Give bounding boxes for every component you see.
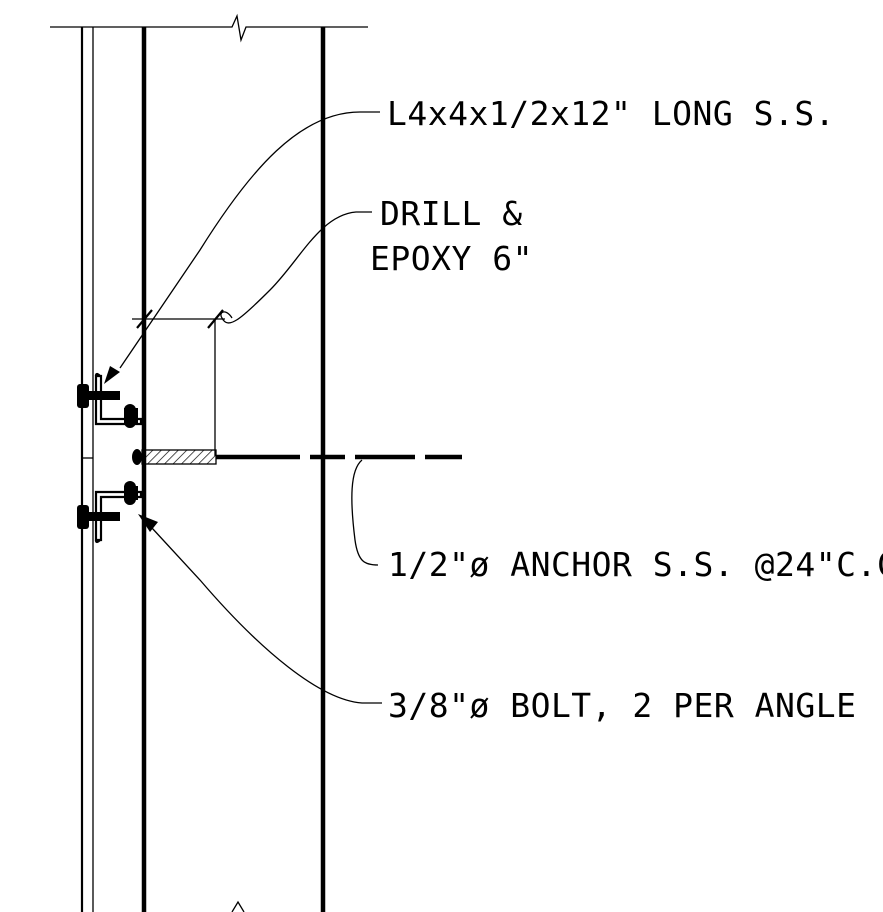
upper-angle	[94, 372, 143, 426]
leader-angle	[104, 111, 380, 384]
leader-bolt	[138, 514, 382, 704]
bolt-upper-vertical	[124, 404, 138, 428]
bolt-upper-horizontal	[77, 384, 120, 408]
leader-anchor	[351, 459, 379, 566]
note-drill-line1: DRILL &	[380, 194, 523, 233]
bottom-break-mark	[231, 900, 245, 912]
note-drill-line2: EPOXY 6"	[370, 239, 533, 278]
leader-drill-epoxy	[220, 211, 372, 324]
top-break-line	[50, 13, 368, 43]
bolt-lower-vertical	[124, 481, 138, 505]
bolt-lower-horizontal	[77, 505, 120, 529]
note-bolt: 3/8"ø BOLT, 2 PER ANGLE	[388, 686, 856, 725]
anchor-rod	[132, 449, 462, 465]
lower-angle	[94, 490, 143, 544]
note-angle: L4x4x1/2x12" LONG S.S.	[387, 94, 835, 133]
embed-depth-dimension	[132, 309, 225, 456]
note-anchor: 1/2"ø ANCHOR S.S. @24"C.C.	[388, 545, 883, 584]
